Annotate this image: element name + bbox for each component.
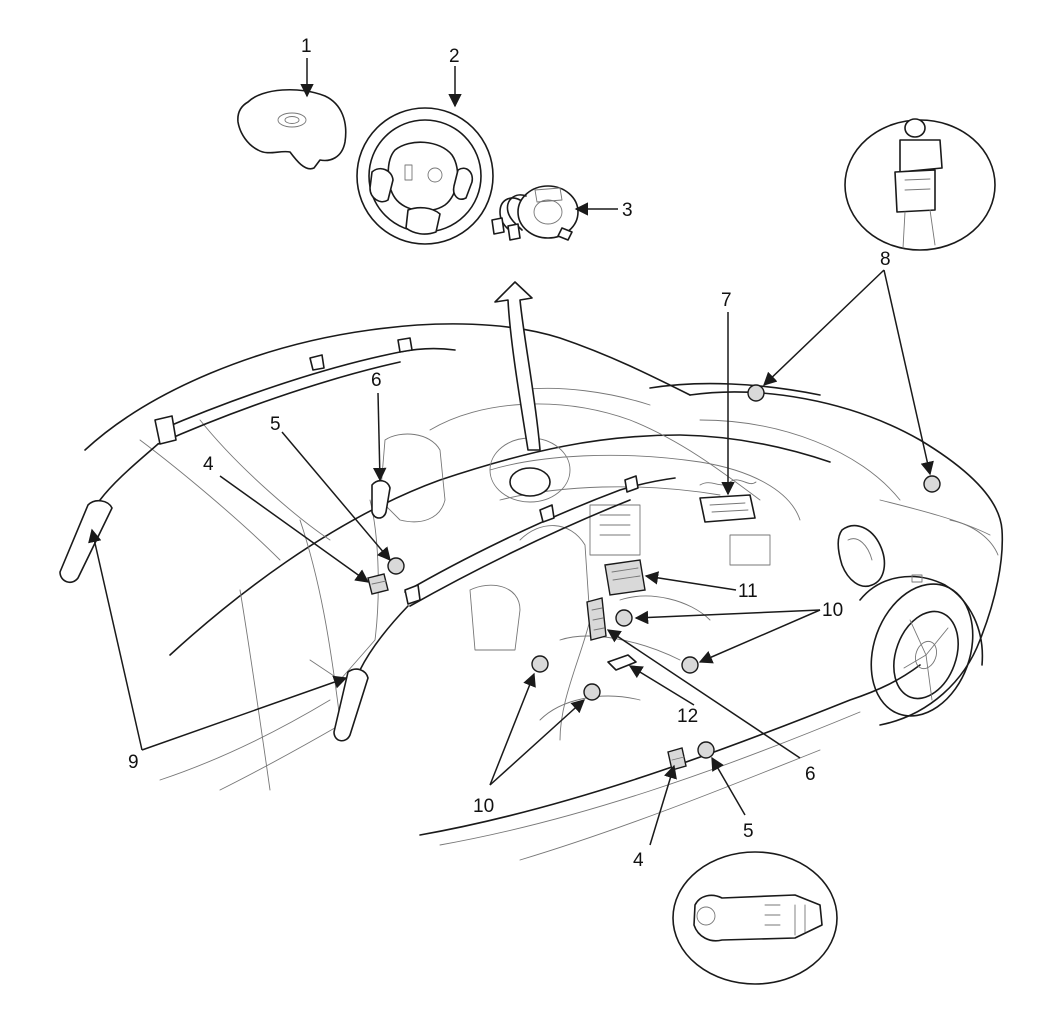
callout-5a: 5 <box>270 414 281 435</box>
driver-airbag-module <box>237 88 347 170</box>
callout-6a: 6 <box>371 370 382 391</box>
side-impact-sensor-right <box>667 747 687 771</box>
curtain-airbag-right <box>333 475 676 742</box>
side-mirror <box>837 524 886 587</box>
callout-6b: 6 <box>805 764 816 785</box>
leader-lines <box>88 58 934 846</box>
detail-side-impact-sensor <box>672 851 838 985</box>
sensor-circles <box>387 384 941 759</box>
seat-belt-pretensioner-10b <box>681 656 699 674</box>
removal-arrow <box>494 281 541 451</box>
callout-7: 7 <box>721 290 732 311</box>
callout-10a: 10 <box>822 600 843 621</box>
steering-wheel <box>356 107 494 245</box>
occupant-sensor <box>607 654 637 671</box>
callout-11: 11 <box>738 581 758 602</box>
callout-12: 12 <box>677 706 698 727</box>
clock-spring <box>491 185 579 241</box>
callout-4a: 4 <box>203 454 214 475</box>
callout-9: 9 <box>128 752 139 773</box>
passenger-airbag <box>699 479 757 523</box>
seat-belt-pretensioner-10d <box>583 683 601 701</box>
front-impact-sensor-8b <box>923 475 941 493</box>
satellite-sensor-5b <box>697 741 715 759</box>
srs-control-module <box>604 559 646 596</box>
car-interior <box>239 433 801 791</box>
callout-3: 3 <box>622 200 633 221</box>
callout-8: 8 <box>880 249 891 270</box>
side-airbag-left <box>371 479 391 519</box>
callout-labels: 1 2 3 4 4 5 5 6 6 7 8 9 10 10 11 12 <box>128 36 891 871</box>
curtain-airbag-left <box>59 337 456 584</box>
callout-1: 1 <box>301 36 312 57</box>
front-wheel <box>859 575 984 717</box>
seat-belt-pretensioner-10a <box>615 609 633 627</box>
callout-10b: 10 <box>473 796 494 817</box>
side-airbag-module-right <box>586 597 607 641</box>
steering-hub-in-car <box>509 467 551 497</box>
callout-5b: 5 <box>743 821 754 842</box>
callout-2: 2 <box>449 46 460 67</box>
car-body <box>84 323 1004 861</box>
satellite-sensor-5a <box>387 557 405 575</box>
detail-front-impact-sensor <box>844 118 996 251</box>
side-impact-sensor-left <box>367 573 389 595</box>
seat-belt-pretensioner-10c <box>531 655 549 673</box>
callout-4b: 4 <box>633 850 644 871</box>
front-impact-sensor-8a <box>747 384 765 402</box>
